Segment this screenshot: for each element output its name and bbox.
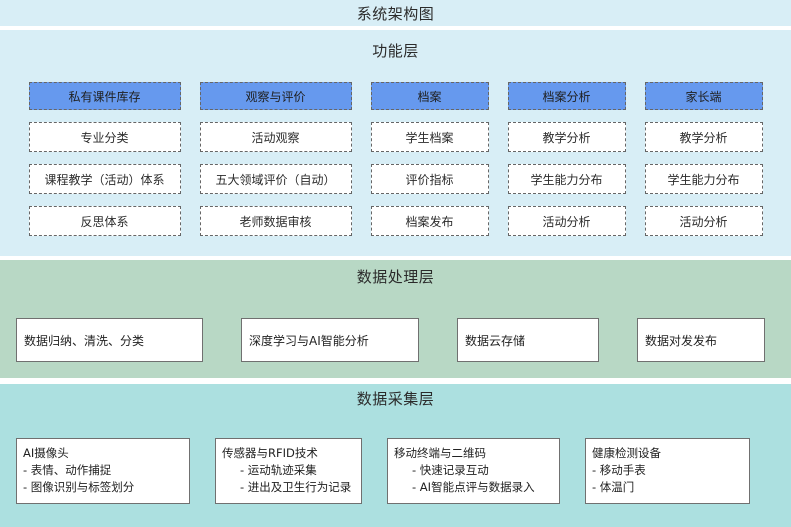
function-column-archive: 档案 学生档案 评价指标 档案发布 <box>370 82 489 236</box>
collection-box-subitem: - 体温门 <box>592 480 635 494</box>
function-column-observation-evaluation: 观察与评价 活动观察 五大领域评价（自动） 老师数据审核 <box>199 82 352 236</box>
collection-layer-title: 数据采集层 <box>356 390 435 408</box>
function-column-header[interactable]: 私有课件库存 <box>28 82 181 110</box>
processing-box[interactable]: 数据对发发布 <box>637 318 765 362</box>
function-item[interactable]: 老师数据审核 <box>199 206 352 236</box>
function-item[interactable]: 档案发布 <box>370 206 489 236</box>
function-layer: 功能层 私有课件库存 专业分类 课程教学（活动）体系 反思体系 观察与评价 活动… <box>0 30 791 256</box>
collection-box-title: 传感器与RFID技术 <box>222 446 318 460</box>
collection-box-subitem: - 运动轨迹采集 <box>240 463 317 477</box>
collection-box-health-device[interactable]: 健康检测设备 - 移动手表 - 体温门 <box>585 438 750 504</box>
collection-box-subitem: - 图像识别与标签划分 <box>23 480 135 494</box>
function-item[interactable]: 学生能力分布 <box>507 164 626 194</box>
collection-layer-boxes: AI摄像头 - 表情、动作捕捉 - 图像识别与标签划分 传感器与RFID技术 -… <box>16 438 775 504</box>
collection-box-mobile-qrcode[interactable]: 移动终端与二维码 - 快速记录互动 - AI智能点评与数据录入 <box>387 438 560 504</box>
collection-box-subitem: - 快速记录互动 <box>412 463 489 477</box>
function-layer-columns: 私有课件库存 专业分类 课程教学（活动）体系 反思体系 观察与评价 活动观察 五… <box>0 82 791 236</box>
function-column-parent-client: 家长端 教学分析 学生能力分布 活动分析 <box>644 82 763 236</box>
collection-box-title: 健康检测设备 <box>592 446 661 460</box>
collection-box-subitem: - 进出及卫生行为记录 <box>240 480 352 494</box>
data-collection-layer: 数据采集层 AI摄像头 - 表情、动作捕捉 - 图像识别与标签划分 传感器与RF… <box>0 384 791 527</box>
function-column-private-courseware: 私有课件库存 专业分类 课程教学（活动）体系 反思体系 <box>28 82 181 236</box>
collection-box-title: AI摄像头 <box>23 446 69 460</box>
function-item[interactable]: 反思体系 <box>28 206 181 236</box>
function-column-header[interactable]: 档案分析 <box>507 82 626 110</box>
function-item[interactable]: 活动分析 <box>507 206 626 236</box>
function-column-header[interactable]: 档案 <box>370 82 489 110</box>
function-item[interactable]: 活动分析 <box>644 206 763 236</box>
function-item[interactable]: 五大领域评价（自动） <box>199 164 352 194</box>
data-processing-layer: 数据处理层 数据归纳、清洗、分类 深度学习与AI智能分析 数据云存储 数据对发发… <box>0 260 791 378</box>
processing-layer-title: 数据处理层 <box>356 268 435 286</box>
function-item[interactable]: 教学分析 <box>644 122 763 152</box>
function-item[interactable]: 教学分析 <box>507 122 626 152</box>
function-item[interactable]: 课程教学（活动）体系 <box>28 164 181 194</box>
processing-box[interactable]: 数据云存储 <box>457 318 599 362</box>
function-item[interactable]: 学生能力分布 <box>644 164 763 194</box>
function-item[interactable]: 专业分类 <box>28 122 181 152</box>
page-title: 系统架构图 <box>356 4 435 23</box>
function-item[interactable]: 学生档案 <box>370 122 489 152</box>
function-item[interactable]: 活动观察 <box>199 122 352 152</box>
function-column-header[interactable]: 家长端 <box>644 82 763 110</box>
diagram-title-bar: 系统架构图 <box>0 0 791 26</box>
function-layer-title: 功能层 <box>372 42 419 60</box>
collection-box-subitem: - AI智能点评与数据录入 <box>412 480 535 494</box>
collection-box-ai-camera[interactable]: AI摄像头 - 表情、动作捕捉 - 图像识别与标签划分 <box>16 438 190 504</box>
collection-box-sensor-rfid[interactable]: 传感器与RFID技术 - 运动轨迹采集 - 进出及卫生行为记录 <box>215 438 362 504</box>
function-column-header[interactable]: 观察与评价 <box>199 82 352 110</box>
collection-box-title: 移动终端与二维码 <box>394 446 486 460</box>
processing-box[interactable]: 数据归纳、清洗、分类 <box>16 318 203 362</box>
function-item[interactable]: 评价指标 <box>370 164 489 194</box>
collection-box-subitem: - 表情、动作捕捉 <box>23 463 112 477</box>
function-column-archive-analysis: 档案分析 教学分析 学生能力分布 活动分析 <box>507 82 626 236</box>
collection-box-subitem: - 移动手表 <box>592 463 646 477</box>
processing-box[interactable]: 深度学习与AI智能分析 <box>241 318 419 362</box>
processing-layer-boxes: 数据归纳、清洗、分类 深度学习与AI智能分析 数据云存储 数据对发发布 <box>16 318 775 362</box>
